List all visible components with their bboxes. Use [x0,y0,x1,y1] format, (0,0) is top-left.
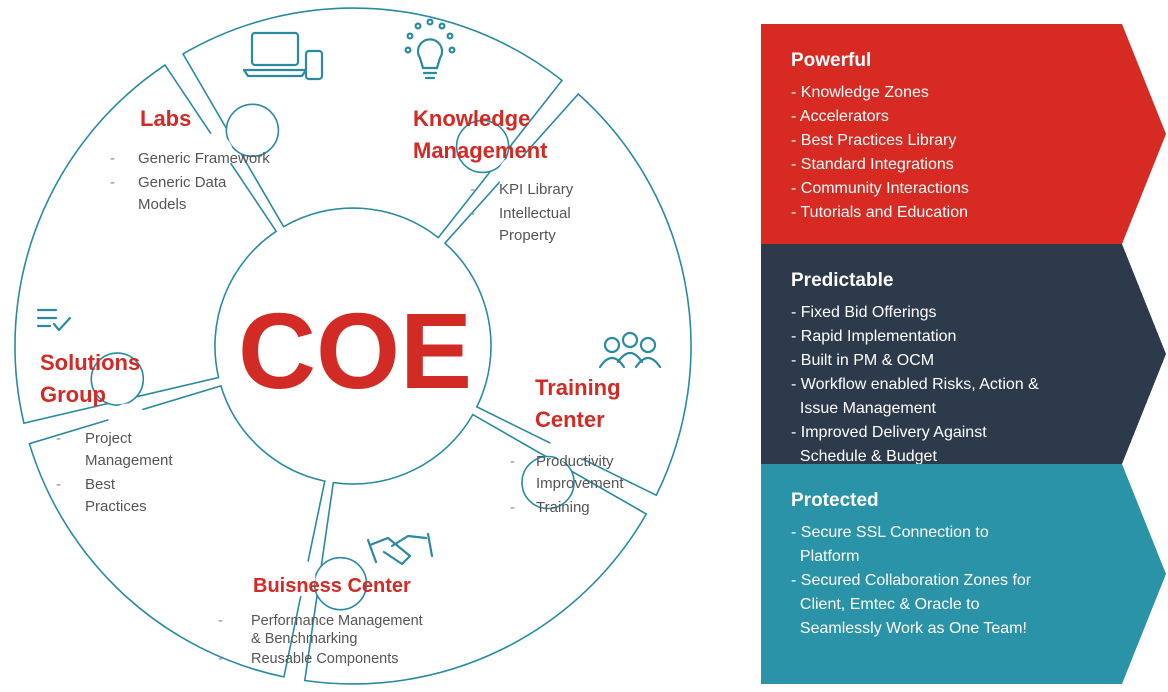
segment-title-knowledge: Management [413,138,548,163]
segment-item-solutions: Best [85,476,116,493]
segment-title-solutions: Solutions [40,350,140,375]
puzzle-knob-mask [498,154,539,195]
chevron-item-predictable: - Rapid Implementation [791,328,956,345]
bullet-dash: - [218,651,223,667]
chevron-title-predictable: Predictable [791,270,893,291]
lightbulb-icon [404,18,456,80]
chevron-item-predictable: - Fixed Bid Offerings [791,304,937,321]
chevron-item-powerful: - Best Practices Library [791,132,956,149]
feature-chevrons: Powerful - Knowledge Zones - Accelerators -… [761,24,1166,684]
bullet-dash: - [110,174,115,191]
segment-title-labs: Labs [140,106,191,131]
chevron-item-protected: - Secure SSL Connection to [791,524,989,541]
chevron-title-protected: Protected [791,490,879,511]
chevron-item-protected: Seamlessly Work as One Team! [791,620,1027,637]
chevron-item-predictable: Issue Management [791,400,937,417]
chevron-item-predictable: - Built in PM & OCM [791,352,934,369]
segment-item-knowledge: Intellectual [499,205,571,222]
chevron-item-predictable: - Workflow enabled Risks, Action & [791,376,1039,393]
segment-item-knowledge: Property [499,227,556,244]
chevron-predictable [761,244,1166,464]
handshake-icon [366,532,434,566]
chevron-item-powerful: - Knowledge Zones [791,84,929,101]
chevron-item-protected: Platform [791,548,859,565]
ring-segment-knowledge [443,92,692,497]
chevron-item-powerful: - Community Interactions [791,180,969,197]
segment-item-labs: Generic Framework [138,150,270,167]
bullet-dash: - [218,613,223,629]
chevron-powerful [761,24,1166,244]
segment-item-solutions: Management [85,452,173,469]
segment-item-labs: Generic Data [138,174,227,191]
segment-title-training: Training [535,375,621,400]
center-coe-label: COE [238,290,472,411]
chevron-item-powerful: - Accelerators [791,108,889,125]
bullet-dash: - [110,150,115,167]
puzzle-knob [90,352,145,406]
segment-item-solutions: Project [85,430,133,447]
center-disc [216,209,490,483]
segment-item-business: & Benchmarking [251,631,357,647]
bullet-dash: - [510,499,515,516]
checklist-icon [36,308,72,332]
chevron-title-powerful: Powerful [791,50,871,71]
segment-item-business: Performance Management [251,613,423,629]
bullet-dash: - [56,430,61,447]
segment-icons [36,18,662,566]
bullet-dash: - [470,205,475,222]
segment-title-solutions: Group [40,382,106,407]
chevron-item-protected: - Secured Collaboration Zones for [791,572,1032,589]
chevron-protected [761,464,1166,684]
segment-item-labs: Models [138,196,186,213]
segment-item-solutions: Practices [85,498,147,515]
segment-item-training: Improvement [536,475,624,492]
puzzle-knob-mask [108,403,148,444]
puzzle-knob [521,455,575,510]
chevron-item-powerful: - Standard Integrations [791,156,954,173]
puzzle-knob-mask [550,422,591,463]
chevron-item-predictable: Schedule & Budget [791,448,937,465]
puzzle-knob [313,556,368,611]
chevron-item-powerful: - Tutorials and Education [791,204,968,221]
people-icon [598,331,662,369]
puzzle-ring [14,7,692,685]
segment-item-training: Training [536,499,590,516]
bullet-dash: - [510,453,515,470]
puzzle-knob [455,119,510,174]
puzzle-knob-mask [193,133,234,174]
segment-title-training: Center [535,407,605,432]
bullet-dash: - [56,476,61,493]
chevron-item-protected: Client, Emtec & Oracle to [791,596,980,613]
segment-title-knowledge: Knowledge [413,106,530,131]
segment-title-business: Buisness Center [253,575,411,597]
puzzle-knob [225,103,280,158]
ring-segment-business [28,384,326,678]
devices-icon [242,31,324,81]
segment-item-knowledge: KPI Library [499,181,574,198]
segment-item-business: Reusable Components [251,651,399,667]
bullet-dash: - [470,181,475,198]
puzzle-knob-mask [275,556,316,597]
chevron-item-predictable: - Improved Delivery Against [791,424,987,441]
segment-item-training: Productivity [536,453,614,470]
segment-texts: Labs - Generic Framework - Generic DataModel… [40,106,624,667]
